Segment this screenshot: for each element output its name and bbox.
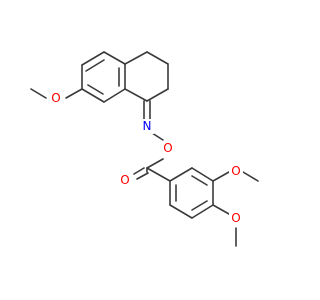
bond-b5-b6: [169, 204, 193, 219]
bond-a6-methoxy-o: [65, 88, 83, 99]
atom-o-oxime: O: [161, 141, 175, 156]
chemical-structure-diagram: O N O O O O: [0, 0, 300, 300]
bond-ester-c-co: [133, 167, 145, 175]
bond-a1-a2: [81, 51, 105, 66]
bond-a1-a2-inner: [85, 59, 105, 72]
bond-ester-c-ring: [146, 167, 171, 182]
bond-c1-a4: [124, 88, 148, 102]
atom-o-methoxy-para: O: [229, 210, 243, 225]
bond-methoxy-o-ch3: [30, 88, 47, 99]
bond-b2-b3: [191, 167, 214, 182]
atom-label-o-methoxy-left: O: [51, 91, 60, 105]
bond-b4-methoxy-o: [212, 204, 230, 215]
bond-b4-b5: [191, 204, 214, 219]
atom-o-ester-carbonyl: O: [118, 172, 132, 187]
bond-a3-c4: [124, 51, 148, 65]
atom-label-o-methoxy-para: O: [231, 211, 240, 225]
bond-b2-b3-inner: [191, 175, 208, 186]
bond-methoxy-meta-o-ch3: [242, 171, 259, 182]
atom-label-o-ester-carbonyl: O: [120, 173, 129, 187]
bond-c2-c1: [146, 88, 169, 102]
bond-a4-a5: [103, 88, 126, 103]
atom-o-methoxy-left: O: [49, 90, 63, 105]
bond-n-o: [151, 132, 164, 141]
bond-o-ester-c: [146, 158, 164, 169]
bond-ester-c-co-inner: [136, 172, 149, 180]
bond-b1-b2: [169, 167, 193, 182]
bond-b4-b5-inner: [191, 200, 208, 211]
bond-a2-a3: [103, 51, 126, 65]
bond-a5-a6: [81, 88, 105, 103]
atom-label-o-oxime: O: [163, 141, 172, 155]
atom-label-o-methoxy-meta: O: [231, 164, 240, 178]
canvas-background: [0, 0, 300, 300]
bond-b3-methoxy-o: [212, 171, 230, 182]
atom-label-n-oxime: N: [143, 119, 152, 133]
atom-n-oxime: N: [140, 119, 154, 134]
bond-a5-a6-inner: [87, 84, 104, 95]
bond-c4-c3: [146, 51, 169, 65]
atom-o-methoxy-meta: O: [229, 164, 243, 179]
